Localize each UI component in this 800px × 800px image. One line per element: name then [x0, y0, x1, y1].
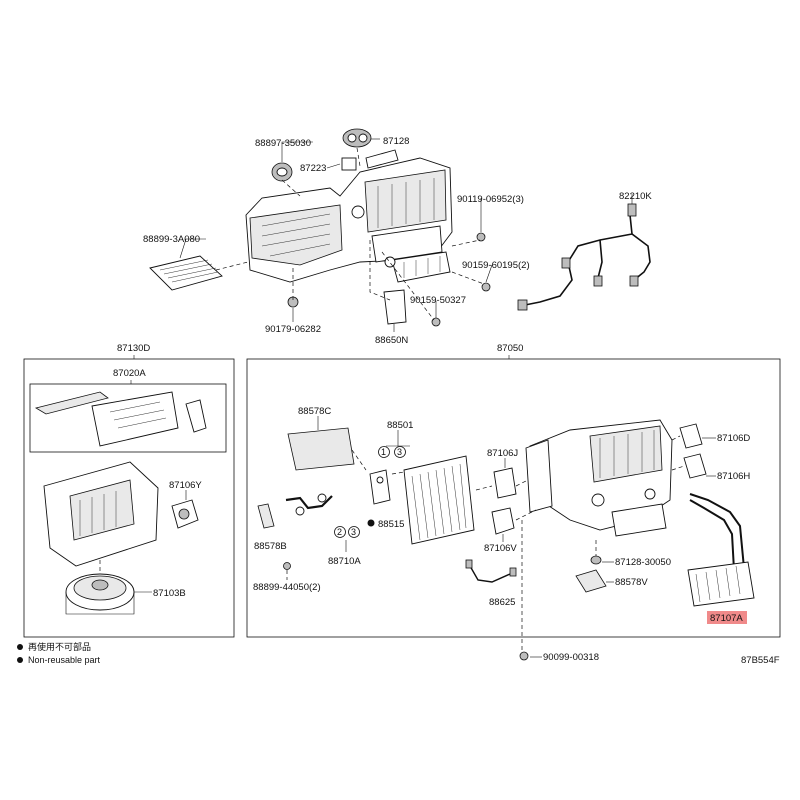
label-87020a: 87020A	[113, 368, 146, 379]
label-88578v: 88578V	[615, 577, 648, 588]
highlight-87107a	[707, 611, 747, 624]
label-88710a: 88710A	[328, 556, 361, 567]
diagram-code: 87B554F	[741, 655, 780, 666]
label-87223: 87223	[300, 163, 326, 174]
legend: 再使用不可部品 Non-reusable part	[17, 641, 101, 665]
callout-2	[334, 526, 346, 538]
blower-assembly-frame: 87130D 87020A 87106Y	[23, 343, 235, 638]
servo-87106y-illustration	[171, 499, 199, 529]
label-87107a: 87107A	[710, 613, 743, 624]
screw-88899-illustration	[283, 562, 291, 570]
valve-illustration	[369, 469, 391, 505]
label-88650n: 88650N	[375, 335, 408, 346]
callout-3-bottom-number: 3	[351, 527, 356, 537]
servo-87106h-illustration	[683, 453, 707, 479]
label-88578c: 88578C	[298, 406, 331, 417]
top-assembly: 88897-35030 87128 87223 90119-06952(3) 8…	[143, 128, 652, 346]
callout-3-bottom	[348, 526, 360, 538]
sensor-88650-illustration	[383, 289, 407, 325]
callout-1-top-number: 1	[381, 447, 386, 457]
servo-87106d-illustration	[679, 423, 703, 449]
label-88625: 88625	[489, 597, 515, 608]
label-90159-60195: 90159-60195(2)	[462, 260, 530, 271]
screw-90099-illustration	[519, 651, 529, 661]
callout-1-top	[378, 446, 390, 458]
legend-bullet-jp	[17, 644, 23, 650]
top-guide-lines	[215, 147, 485, 321]
label-87106v: 87106V	[484, 543, 517, 554]
top-leader-lines	[179, 138, 633, 332]
non-reusable-mark	[367, 519, 375, 527]
evaporator-illustration	[403, 455, 475, 545]
heater-assembly-frame: 87050 88578C 88515 88501 1 3 88578B	[246, 343, 781, 652]
label-87106y: 87106Y	[169, 480, 202, 491]
servo-87106j-illustration	[493, 467, 517, 499]
foam-88578c-illustration	[287, 427, 355, 471]
label-90159-50327: 90159-50327	[410, 295, 466, 306]
label-87106h: 87106H	[717, 471, 750, 482]
label-88515: 88515	[378, 519, 404, 530]
heater-core-illustration	[687, 493, 755, 607]
pipe-88710a-illustration	[285, 493, 333, 516]
label-87106d: 87106D	[717, 433, 750, 444]
label-87128-30050: 87128-30050	[615, 557, 671, 568]
heater-unit-illustration	[245, 149, 453, 283]
callout-3-top-number: 3	[397, 447, 402, 457]
label-87106j: 87106J	[487, 448, 518, 459]
label-88899-3a080: 88899-3A080	[143, 234, 200, 245]
blower-case-lower-illustration	[43, 461, 159, 567]
foam-88578b-illustration	[257, 503, 275, 529]
label-88899-44050: 88899-44050(2)	[253, 582, 321, 593]
wire-harness-illustration	[517, 203, 651, 311]
pad-illustration	[341, 157, 357, 171]
label-88501: 88501	[387, 420, 413, 431]
heater-case-illustration	[525, 419, 673, 537]
foam-88578v-illustration	[575, 569, 607, 593]
callout-2-number: 2	[337, 527, 342, 537]
grommet-illustration	[271, 162, 293, 182]
air-filter-illustration	[149, 255, 223, 291]
label-90099-00318: 90099-00318	[543, 652, 599, 663]
legend-text-jp: 再使用不可部品	[28, 641, 91, 652]
blower-motor-illustration	[65, 573, 135, 615]
grommet-87128-30050-illustration	[590, 555, 602, 565]
label-87128: 87128	[383, 136, 409, 147]
label-90179-06282: 90179-06282	[265, 324, 321, 335]
label-88578b: 88578B	[254, 541, 287, 552]
callout-3-top	[394, 446, 406, 458]
label-90119-06952: 90119-06952(3)	[457, 194, 524, 205]
label-87103b: 87103B	[153, 588, 186, 599]
label-88897-35030: 88897-35030	[255, 138, 311, 149]
legend-bullet-en	[17, 657, 23, 663]
gasket-illustration	[342, 128, 372, 148]
frame-guide-lines	[351, 435, 685, 652]
servo-87106v-illustration	[491, 507, 515, 535]
blower-case-upper-illustration	[34, 391, 207, 447]
label-82210k: 82210K	[619, 191, 652, 202]
label-87050: 87050	[497, 343, 523, 354]
label-87130d: 87130D	[117, 343, 150, 354]
legend-text-en: Non-reusable part	[28, 655, 101, 665]
